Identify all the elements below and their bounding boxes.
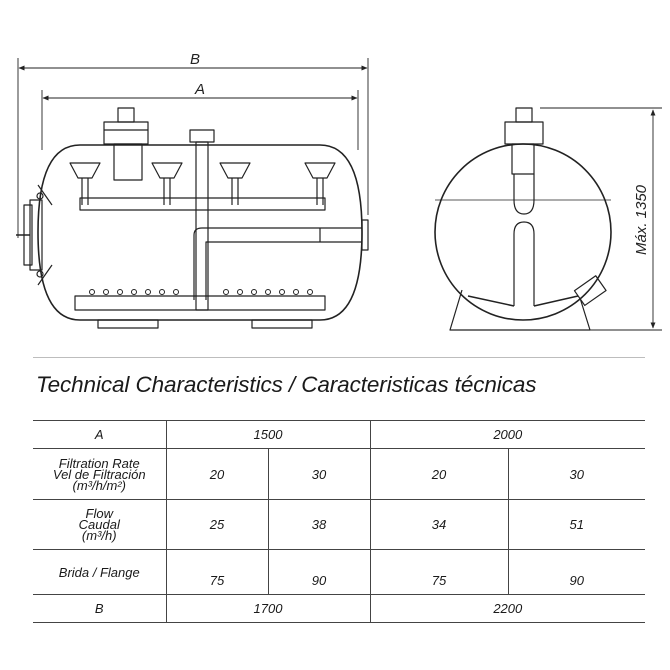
manhole-cover [16,184,53,286]
table-cell: 75 [165,549,268,595]
table-cell: 34 [369,499,509,550]
section-heading: Technical Characteristics / Caracteristi… [36,372,537,397]
table-row-a: A 1500 2000 [33,420,646,449]
table-row-filtration: Filtration Rate Vel de Filtración (m³/h/… [33,448,646,500]
row-b-value-1: 1700 [165,594,371,623]
table-cell: 25 [165,499,268,550]
table-cell: 30 [507,448,646,500]
row-filtration-label: Filtration Rate Vel de Filtración (m³/h/… [33,448,166,500]
table-cell: 75 [369,549,509,595]
top-inlet-flange [103,107,149,181]
dimension-b-label: B [190,51,200,68]
end-view: Máx. 1350 [434,107,662,331]
row-flow-label: Flow Caudal (m³/h) [33,499,166,550]
table-cell: 51 [507,499,646,550]
table-cell: 30 [267,448,371,500]
table-cell: 90 [267,549,371,595]
support-legs [97,319,313,329]
row-a-value-1: 1500 [165,420,371,449]
row-b-value-2: 2200 [369,594,646,623]
spec-table: A 1500 2000 Filtration Rate Vel de Filtr… [33,420,646,623]
table-cell: 38 [267,499,371,550]
table-row-flow: Flow Caudal (m³/h) 25 38 34 51 [33,499,646,550]
row-flange-label: Brida / Flange [33,549,166,595]
outlet-pipe [193,219,369,300]
upper-distributor [69,162,336,211]
vessel-body [37,144,363,321]
table-row-flange: Brida / Flange 75 90 75 90 [33,549,646,595]
row-a-label: A [33,420,166,449]
dimension-b [17,58,369,238]
row-b-label: B [33,594,166,623]
divider [33,357,645,358]
table-cell: 20 [369,448,509,500]
row-a-value-2: 2000 [369,420,646,449]
table-row-b: B 1700 2200 [33,594,646,623]
dimension-a [41,90,359,150]
table-cell: 20 [165,448,268,500]
side-view: B A [16,51,369,329]
table-cell: 90 [507,549,646,595]
dimension-a-label: A [194,81,205,98]
dimension-height [540,107,662,331]
dimension-height-label: Máx. 1350 [633,184,650,255]
lower-collector [74,289,326,311]
filter-technical-drawing: B A [16,51,662,331]
